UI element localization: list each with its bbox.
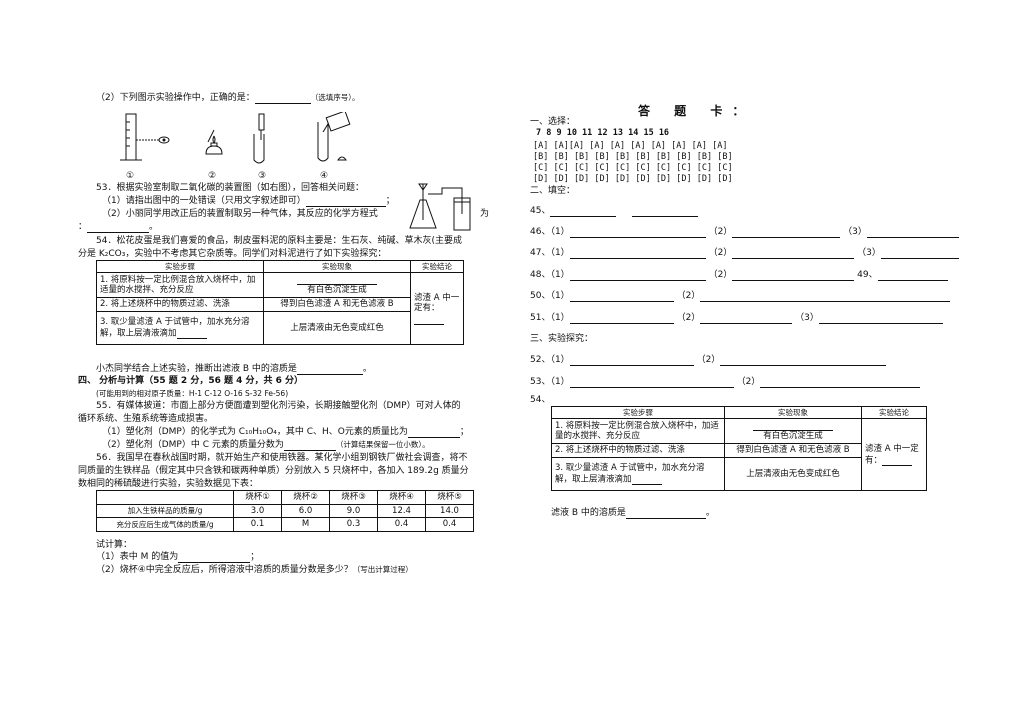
q2-text: （2）下列图示实验操作中，正确的是：（选填序号）。: [96, 93, 360, 105]
figure-label-4: ④: [320, 171, 329, 181]
q56-line1: 56．我国早在春秋战国时期，就开始生产和使用铁器。某化学小组到钢铁厂做社会调查，…: [96, 453, 468, 463]
graduated-cylinder-icon: [120, 113, 170, 161]
conclusion-cell: 滤渣 A 中一定有：: [410, 272, 464, 345]
dropper-test-tube-icon: [253, 113, 265, 164]
table-row: 2. 将上述烧杯中的物质过滤、洗涤 得到白色滤渣 A 和无色滤液 B: [551, 443, 927, 458]
answer-53: 53、（1） （2）: [530, 377, 921, 389]
table-header: 烧杯④: [377, 490, 426, 505]
choice-options: [A] [A][A] [A] [A] [A] [A] [A] [A] [A] […: [533, 141, 733, 185]
co2-apparatus-figure: [409, 183, 471, 231]
q53-2-end: 为: [480, 209, 490, 219]
iron-sample-table: 烧杯① 烧杯② 烧杯③ 烧杯④ 烧杯⑤ 加入生铁样品的质量/g 3.0 6.0 …: [96, 490, 474, 532]
answer-end: 滤液 B 中的溶质是。: [551, 508, 715, 520]
q54-line1: 54．松花皮蛋是我们喜爱的食品，制皮蛋料泥的原料主要是：生石灰、纯碱、草木灰(主…: [96, 236, 462, 246]
table-row: 2. 将上述烧杯中的物质过滤、洗涤 得到白色滤渣 A 和无色滤液 B: [96, 297, 464, 312]
answer-54-label: 54、: [530, 395, 551, 405]
table-header: 实验现象: [724, 405, 862, 420]
answer-50: 50、（1） （2）: [530, 291, 951, 303]
answer-47: 47、（1） （2） （3）: [530, 248, 959, 260]
q53-2-line: [87, 222, 150, 234]
q53-1: （1）请指出图中的一处错误（只用文字叙述即可）；: [102, 196, 395, 208]
figure-label-2: ②: [208, 171, 217, 181]
table-row: 3. 取少量滤渣 A 于试管中，加水充分溶解，取上层清液滴加 上层清液由无色变成…: [96, 311, 464, 345]
q54-line2: 分是 K₂CO₃，实验中不考虑其它杂质等。同学们对料泥进行了如下实验探究：: [78, 249, 387, 259]
table-row: 1. 将原料按一定比例混合放入烧杯中，加适量的水搅拌、充分反应 有白色沉淀生成 …: [551, 418, 927, 491]
table-header: 实验步骤: [551, 405, 725, 420]
left-experiment-table: 实验步骤 实验现象 实验结论 1. 将原料按一定比例混合放入烧杯中，加适量的水搅…: [96, 259, 464, 345]
q55-1: （1）塑化剂（DMP）的化学式为 C₁₀H₁₀O₄，其中 C、H、O元素的质量比…: [102, 427, 469, 439]
calc-heading: 试计算：: [96, 540, 133, 550]
table-row: 1. 将原料按一定比例混合放入烧杯中，加适量的水搅拌、充分反应 有白色沉淀生成 …: [96, 272, 464, 345]
answer-experiment-table: 实验步骤 实验现象 实验结论 1. 将原料按一定比例混合放入烧杯中，加适量的水搅…: [551, 405, 927, 491]
answer-45: 45、: [530, 206, 699, 218]
figure-label-3: ③: [258, 171, 267, 181]
section-2-heading: 二、填空：: [530, 186, 576, 196]
table-row: 充分反应后生成气体的质量/g 0.1 M 0.3 0.4 0.4: [96, 517, 474, 532]
table-row: 加入生铁样品的质量/g 3.0 6.0 9.0 12.4 14.0: [96, 503, 474, 519]
blank-line[interactable]: [753, 424, 833, 432]
table-header: 烧杯③: [329, 490, 378, 505]
q53-2: （2）小丽同学用改正后的装置制取另一种气体，其反应的化学方程式: [102, 209, 378, 219]
answer-51: 51、（1） （2） （3）: [530, 313, 943, 325]
calc-2: （2）烧杯④中完全反应后，所得溶液中溶质的质量分数是多少？（写出计算过程）: [96, 565, 413, 575]
alcohol-lamp-icon: [205, 129, 223, 155]
q2-answer-line: [254, 93, 311, 105]
q56-line2: 同质量的生铁样品（假定其中只含铁和碳两种单质）分别放入 5 只烧杯中，各加入 1…: [78, 466, 469, 476]
table-header: 烧杯①: [233, 490, 282, 505]
atomic-masses: (可能用到的相对原子质量：H-1 C-12 O-16 S-32 Fe-56): [96, 389, 289, 398]
figure-label-1: ①: [126, 171, 135, 181]
q54-end: 小杰同学结合上述实验，推断出滤液 B 中的溶质是。: [96, 364, 372, 376]
option-row[interactable]: [B] [B] [B] [B] [B] [B] [B] [B] [B] [B]: [533, 152, 733, 162]
table-row: 3. 取少量滤渣 A 于试管中，加水充分溶解，取上层清液滴加 上层清液由无色变成…: [551, 457, 927, 491]
answer-52: 52、（1） （2）: [530, 355, 887, 367]
conclusion-cell: 滤渣 A 中一定有：: [861, 418, 927, 491]
lab-operations-figure: [120, 112, 351, 164]
calc-1: （1）表中 M 的值为；: [96, 552, 260, 564]
table-header: 烧杯⑤: [425, 490, 474, 505]
section-1-heading: 一、选择：: [530, 117, 576, 127]
q55-line1: 55．有媒体披道：市面上部分方便面遭到塑化剂污染，长期接触塑化剂（DMP）可对人…: [96, 401, 461, 411]
option-row[interactable]: [C] [C] [C] [C] [C] [C] [C] [C] [C] [C]: [533, 163, 733, 173]
q53-2-line2: ：。: [78, 222, 159, 234]
q53-1-line: [305, 196, 386, 208]
table-header: 实验步骤: [96, 259, 264, 274]
answer-card-title: 答 题 卡：: [638, 104, 755, 118]
blank-line: [297, 278, 377, 286]
table-header: 实验结论: [410, 259, 464, 274]
choice-numbers: 7 8 9 10 11 12 13 14 15 16: [536, 128, 670, 138]
answer-48: 48、（1） （2） 49、: [530, 270, 948, 282]
pouring-liquid-icon: [317, 112, 351, 162]
table-header: 实验结论: [861, 405, 927, 420]
section-4-heading: 四、 分析与计算（55 题 2 分，56 题 4 分，共 6 分）: [78, 376, 304, 386]
q56-line3: 数相同的稀硫酸进行实验，实验数据见下表：: [78, 479, 259, 489]
answer-46: 46、（1） （2） （3）: [530, 227, 959, 239]
option-row[interactable]: [D] [D] [D] [D] [D] [D] [D] [D] [D] [D]: [533, 174, 733, 184]
q55-line2: 循环系统、生殖系统等造成损害。: [78, 414, 214, 424]
q53-title: 53．根据实验室制取二氧化碳的装置图（如右图），回答相关问题：: [96, 183, 364, 193]
q55-2: （2）塑化剂（DMP）中 C 元素的质量分数为（计算结果保留一位小数）。: [102, 440, 430, 452]
section-3-heading: 三、实验探究：: [530, 334, 594, 344]
option-row[interactable]: [A] [A][A] [A] [A] [A] [A] [A] [A] [A]: [533, 141, 728, 151]
table-header: 实验现象: [263, 259, 411, 274]
table-header: 烧杯②: [281, 490, 330, 505]
